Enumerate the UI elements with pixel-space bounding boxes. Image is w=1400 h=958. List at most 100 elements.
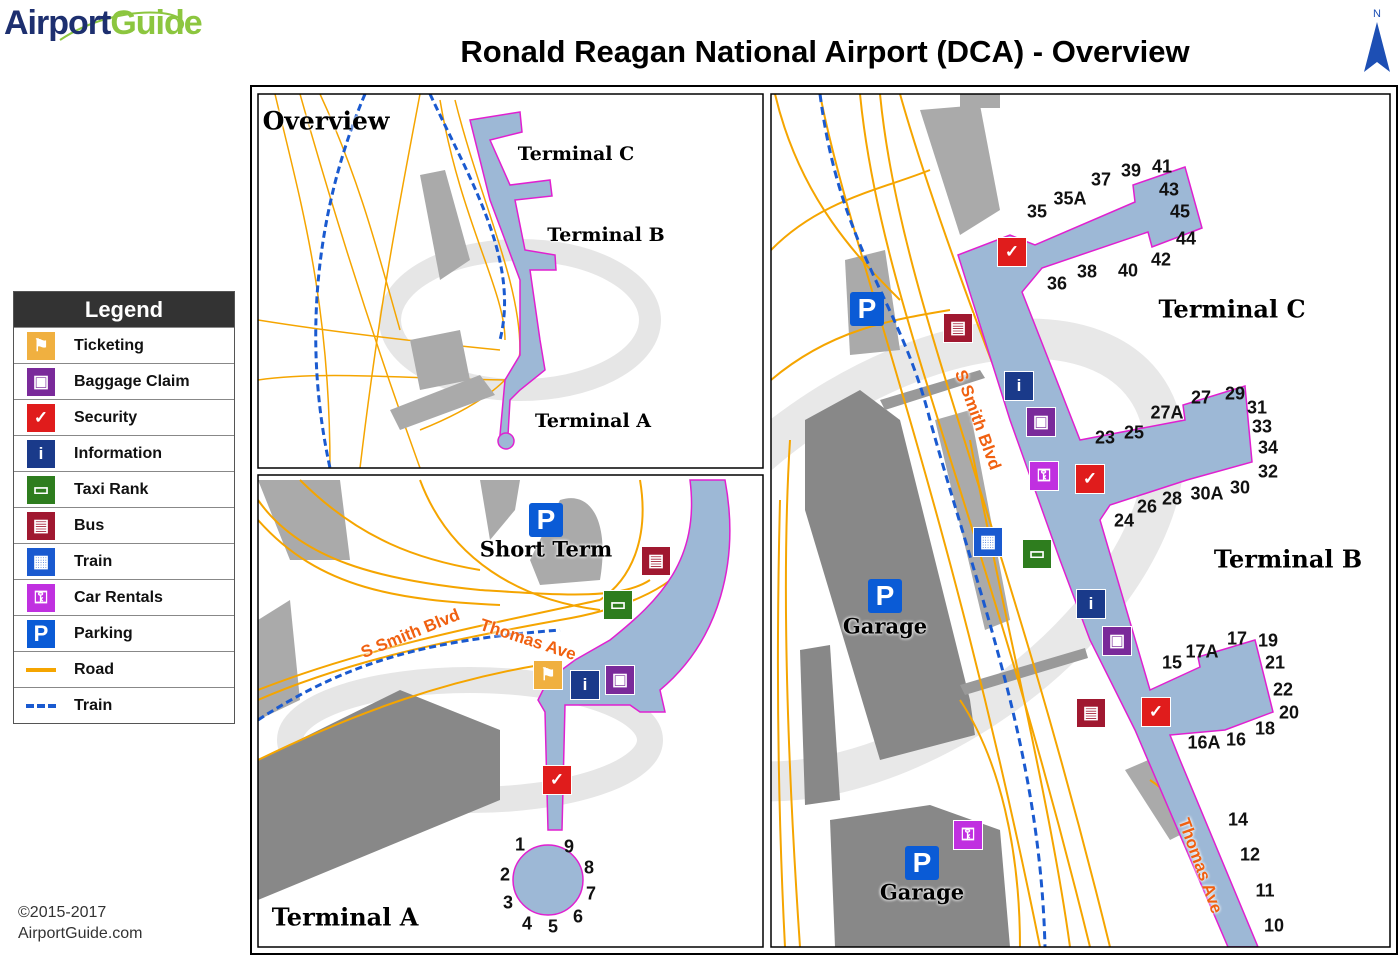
legend-item-baggage: ▣Baggage Claim — [14, 363, 234, 399]
bus-icon: ▤ — [641, 546, 671, 576]
car-rental-icon: ⚿ — [26, 582, 56, 613]
taxi-icon: ▭ — [26, 474, 56, 505]
gate-label: 30A — [1190, 483, 1224, 504]
legend-item-road: Road — [14, 651, 234, 687]
baggage-icon: ▣ — [1026, 407, 1056, 437]
terminal-a-title: Terminal A — [271, 902, 419, 932]
gate-label: 41 — [1151, 156, 1173, 177]
legend-item-bus: ▤Bus — [14, 507, 234, 543]
car-rental-icon: ⚿ — [953, 820, 983, 850]
baggage-icon: ▣ — [605, 665, 635, 695]
north-arrow-icon — [1364, 22, 1390, 72]
terminal-c-label: Terminal C — [1158, 294, 1306, 324]
gate-label: 19 — [1257, 630, 1279, 651]
gate-label: 8 — [583, 857, 595, 878]
gate-label: 16A — [1187, 732, 1221, 753]
overview-terminal-c: Terminal C — [517, 143, 635, 165]
gate-label: 38 — [1076, 261, 1098, 282]
garage-label: Garage — [842, 613, 928, 639]
taxi-icon: ▭ — [603, 590, 633, 620]
info-icon: i — [570, 670, 600, 700]
gate-label: 4 — [521, 913, 533, 934]
train-icon: ▦ — [973, 527, 1003, 557]
airportguide-logo[interactable]: AirportGuide — [4, 4, 203, 42]
gate-label: 10 — [1263, 915, 1285, 936]
gate-label: 6 — [572, 906, 584, 927]
legend-item-train-line: Train — [14, 687, 234, 723]
overview-map — [258, 94, 661, 468]
baggage-icon: ▣ — [1102, 626, 1132, 656]
legend-item-train: ▦Train — [14, 543, 234, 579]
terminal-bc-map — [771, 94, 1274, 947]
security-icon: ✓ — [26, 402, 56, 433]
gate-label: 27A — [1150, 402, 1184, 423]
gate-label: 12 — [1239, 844, 1261, 865]
info-icon: i — [26, 438, 56, 469]
bus-icon: ▤ — [1076, 698, 1106, 728]
logo-swoosh — [59, 11, 184, 41]
security-icon: ✓ — [542, 765, 572, 795]
ticketing-icon: ⚑ — [533, 660, 563, 690]
gate-label: 21 — [1264, 652, 1286, 673]
car-rental-icon: ⚿ — [1029, 461, 1059, 491]
gate-label: 18 — [1254, 718, 1276, 739]
short-term-parking-label: Short Term — [479, 536, 613, 562]
gate-label: 31 — [1246, 397, 1268, 418]
legend-item-taxi: ▭Taxi Rank — [14, 471, 234, 507]
gate-label: 20 — [1278, 702, 1300, 723]
gate-label: 9 — [563, 836, 575, 857]
security-icon: ✓ — [997, 237, 1027, 267]
garage-label: Garage — [879, 879, 965, 905]
terminal-a-map — [258, 479, 731, 916]
train-line-icon — [26, 703, 56, 708]
parking-icon: P — [905, 846, 939, 880]
legend-item-car-rentals: ⚿Car Rentals — [14, 579, 234, 615]
gate-label: 43 — [1158, 179, 1180, 200]
baggage-icon: ▣ — [26, 366, 56, 397]
gate-label: 5 — [547, 916, 559, 937]
bus-icon: ▤ — [26, 510, 56, 541]
gate-label: 40 — [1117, 260, 1139, 281]
gate-label: 17 — [1226, 628, 1248, 649]
security-icon: ✓ — [1141, 697, 1171, 727]
gate-label: 37 — [1090, 169, 1112, 190]
legend-item-security: ✓Security — [14, 399, 234, 435]
gate-label: 42 — [1150, 249, 1172, 270]
gate-label: 34 — [1257, 437, 1279, 458]
gate-label: 26 — [1136, 496, 1158, 517]
gate-label: 28 — [1161, 488, 1183, 509]
gate-label: 1 — [514, 834, 526, 855]
legend-item-ticketing: ⚑Ticketing — [14, 327, 234, 363]
security-icon: ✓ — [1075, 464, 1105, 494]
road-line-icon — [26, 667, 56, 672]
gate-label: 29 — [1224, 383, 1246, 404]
overview-terminal-a: Terminal A — [534, 410, 652, 432]
gate-label: 2 — [499, 864, 511, 885]
gate-label: 39 — [1120, 160, 1142, 181]
overview-terminal-b: Terminal B — [547, 224, 665, 246]
train-icon: ▦ — [26, 546, 56, 577]
gate-label: 7 — [585, 883, 597, 904]
parking-icon: P — [529, 503, 563, 537]
gate-label: 30 — [1229, 477, 1251, 498]
parking-icon: P — [868, 579, 902, 613]
gate-label: 45 — [1169, 201, 1191, 222]
parking-icon: P — [26, 618, 56, 649]
gate-label: 3 — [502, 892, 514, 913]
gate-label: 44 — [1175, 228, 1197, 249]
terminal-b-label: Terminal B — [1213, 544, 1363, 574]
bus-icon: ▤ — [943, 313, 973, 343]
taxi-icon: ▭ — [1022, 539, 1052, 569]
gate-label: 32 — [1257, 461, 1279, 482]
legend: Legend ⚑Ticketing ▣Baggage Claim ✓Securi… — [13, 291, 235, 724]
gate-label: 35A — [1053, 188, 1087, 209]
gate-label: 33 — [1251, 416, 1273, 437]
info-icon: i — [1076, 589, 1106, 619]
parking-icon: P — [850, 292, 884, 326]
gate-label: 27 — [1190, 387, 1212, 408]
gate-label: 36 — [1046, 273, 1068, 294]
